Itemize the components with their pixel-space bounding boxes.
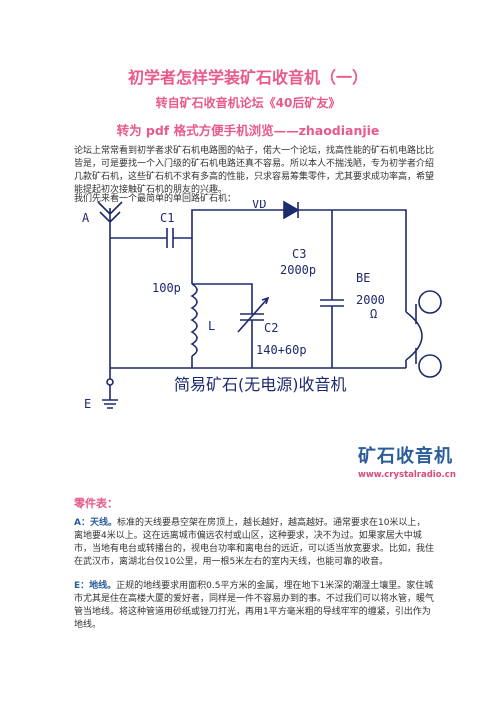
- document-subtitle: 转自矿石收音机论坛《40后矿友》: [155, 96, 341, 110]
- c3-capacitor: [320, 299, 344, 307]
- site-logo: 矿石收音机 www.crystalradio.cn: [358, 442, 478, 480]
- label-c2: C2: [264, 321, 278, 335]
- label-be: BE: [356, 271, 370, 285]
- label-l: L: [208, 319, 215, 333]
- vd-diode: [282, 200, 300, 220]
- circuit-diagram: A C1 100p VD C3 2000p L C2 140+60p BE 20…: [82, 200, 442, 411]
- diagram-caption: 简易矿石(无电源)收音机: [174, 375, 347, 394]
- part-ground-head: E：地线。: [74, 581, 117, 591]
- label-c3-value: 2000p: [280, 263, 316, 277]
- label-c3: C3: [292, 247, 306, 261]
- label-c2-value: 140+60p: [256, 343, 307, 357]
- label-be-unit: Ω: [370, 307, 377, 321]
- logo-url: www.crystalradio.cn: [358, 470, 456, 480]
- document-subtitle-2: 转为 pdf 格式方便手机浏览——zhaodianjie: [116, 123, 380, 138]
- label-a: A: [82, 211, 90, 225]
- label-be-value: 2000: [356, 293, 385, 307]
- antenna-symbol: [97, 201, 123, 238]
- label-c1: C1: [160, 211, 174, 225]
- label-e: E: [84, 397, 91, 411]
- label-c1-value: 100p: [152, 281, 181, 295]
- be-headphone: [405, 311, 423, 361]
- part-antenna: A：天线。标准的天线要悬空架在房顶上，越长越好，越高越好。通常要求在10米以上，…: [74, 517, 434, 569]
- part-ground-text: 正规的地线要求用面积0.5平方米的金属，埋在地下1米深的潮湿土壤里。家住城市尤其…: [74, 581, 435, 630]
- intro-paragraph: 论坛上常常看到初学者求矿石机电路图的帖子，偌大一个论坛，找高性能的矿石机电路比比…: [74, 146, 435, 195]
- part-antenna-text: 标准的天线要悬空架在房顶上，越长越好，越高越好。通常要求在10米以上，离地要4米…: [74, 518, 435, 567]
- document-title: 初学者怎样学装矿石收音机（一）: [127, 68, 368, 87]
- c1-capacitor: [166, 228, 174, 248]
- parts-title: 零件表：: [74, 497, 118, 510]
- part-antenna-head: A：天线。: [74, 518, 117, 528]
- label-vd: VD: [252, 200, 266, 211]
- part-ground: E：地线。正规的地线要求用面积0.5平方米的金属，埋在地下1米深的潮湿土壤里。家…: [74, 580, 434, 632]
- intro-line: 我们先来看一个最简单的单回路矿石机：: [74, 194, 237, 204]
- logo-name: 矿石收音机: [358, 446, 453, 467]
- coil-l: [190, 283, 198, 357]
